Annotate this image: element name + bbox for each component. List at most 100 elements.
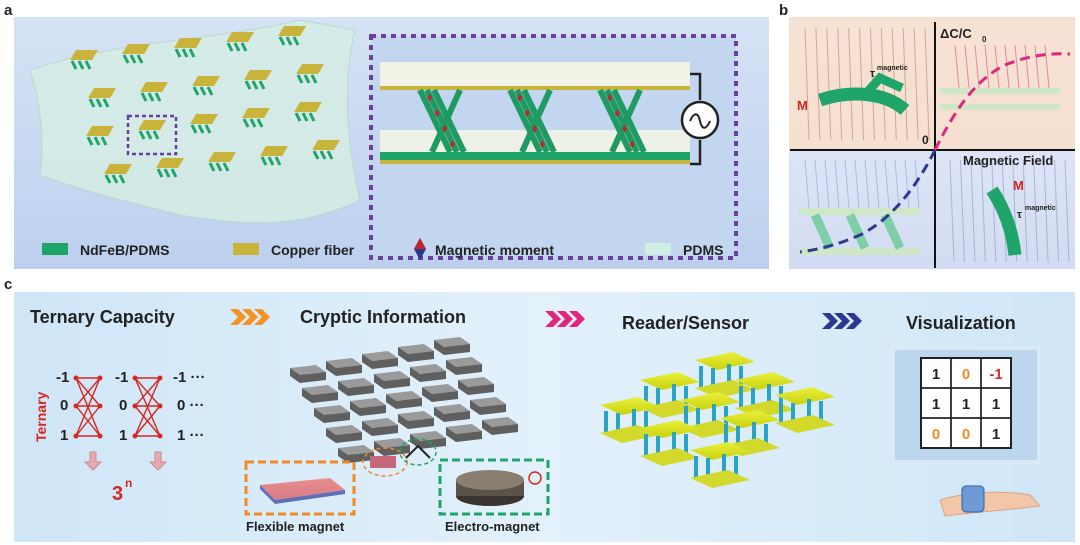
ndfeb-legs bbox=[70, 60, 92, 70]
grid-value: 1 bbox=[992, 426, 1000, 443]
magnetic-moment-marker bbox=[532, 124, 538, 133]
magnetic-moment-marker bbox=[442, 124, 448, 133]
sensor-bottom-plate bbox=[690, 470, 750, 488]
field-line bbox=[854, 159, 860, 209]
magnet-sample bbox=[370, 456, 396, 468]
sensor-pillars bbox=[724, 422, 768, 448]
y-axis-label: ΔC/C bbox=[940, 26, 972, 41]
quadrant-top-left: M τ magnetic bbox=[797, 27, 930, 141]
field-line bbox=[991, 159, 997, 263]
magnet-tile-side bbox=[362, 354, 398, 369]
ndfeb-legs bbox=[192, 86, 214, 96]
m-label-tl: M bbox=[797, 98, 808, 113]
copper-pad bbox=[156, 158, 184, 168]
field-line bbox=[964, 44, 970, 89]
magnet-tile-top bbox=[374, 371, 410, 381]
sensor-top-plate bbox=[640, 372, 700, 390]
electromagnet-zoom-ring bbox=[399, 438, 437, 466]
torque-sup-tl: magnetic bbox=[877, 65, 908, 72]
magnet-tile-side bbox=[434, 407, 470, 422]
top-pdms-layer bbox=[380, 62, 690, 86]
field-line bbox=[904, 159, 910, 209]
sensor-top-plate bbox=[640, 420, 700, 438]
magnet-tile-side bbox=[290, 368, 326, 383]
section-reader-sensor: Reader/Sensor bbox=[622, 313, 749, 333]
sensor-top-plate bbox=[775, 387, 835, 405]
bottom-ndfeb-layer bbox=[380, 152, 690, 160]
sensor-top-plate bbox=[680, 392, 740, 410]
magnet-tile-side bbox=[422, 387, 458, 402]
plate-top bbox=[940, 88, 1060, 94]
ternary-node bbox=[157, 403, 163, 409]
field-lines bbox=[949, 159, 1070, 263]
electro-magnet-box bbox=[438, 458, 550, 516]
magnetic-moment-marker bbox=[614, 109, 620, 118]
flexible-magnet-callout: Flexible magnet bbox=[244, 460, 356, 534]
copper-pad bbox=[260, 146, 288, 156]
magnetic-moment-marker bbox=[427, 93, 433, 102]
quadrant-bottom-right: M τ magnetic bbox=[949, 159, 1070, 263]
field-lines bbox=[804, 159, 920, 209]
magnet-tile-side bbox=[374, 374, 410, 389]
ndfeb-legs bbox=[312, 150, 334, 160]
grid-value: 0 bbox=[932, 426, 940, 443]
magnet-tile-top bbox=[362, 351, 398, 361]
legend-label-copper: Copper fiber bbox=[271, 242, 355, 258]
magnetic-moment-marker bbox=[622, 124, 628, 133]
field-line bbox=[980, 159, 986, 263]
field-line bbox=[902, 27, 908, 141]
magnet-tile-top bbox=[398, 411, 434, 421]
magnetic-moment-marker bbox=[434, 109, 440, 118]
negative-response-curve bbox=[799, 149, 937, 254]
ndfeb-legs bbox=[242, 118, 264, 128]
panel-b-letter: b bbox=[779, 2, 788, 19]
pillar-cross bbox=[429, 88, 463, 154]
field-line bbox=[826, 27, 832, 141]
sensor-pillars bbox=[694, 454, 738, 480]
pillar bbox=[507, 88, 543, 154]
capacity-exponent: n bbox=[125, 476, 132, 490]
ternary-col2-row3: 1 bbox=[119, 427, 127, 444]
sensor-pillars bbox=[644, 384, 688, 410]
copper-pad bbox=[294, 102, 322, 112]
ndfeb-legs bbox=[296, 74, 318, 84]
magnet-tile-side bbox=[398, 347, 434, 362]
field-line bbox=[1033, 159, 1039, 263]
ternary-col1-row2: 0 bbox=[60, 397, 68, 414]
copper-pad bbox=[140, 82, 168, 92]
field-lines bbox=[954, 44, 1050, 89]
magnetic-moment-marker bbox=[524, 109, 530, 118]
magnet-tile-top bbox=[362, 418, 398, 428]
panel-a: a NdFeB/PDMS Copper fiber Magnetic momen… bbox=[4, 2, 769, 269]
magnet-tile-side bbox=[302, 388, 338, 403]
legend: NdFeB/PDMS Copper fiber Magnetic moment … bbox=[42, 238, 723, 260]
magnet-tile-top bbox=[434, 337, 470, 347]
flexible-magnet-edge bbox=[260, 485, 345, 504]
quadrant-bottom-left bbox=[798, 159, 920, 255]
magnetic-moment-marker bbox=[539, 140, 545, 149]
sensor-pillars bbox=[604, 409, 648, 435]
ternary-link bbox=[134, 405, 161, 437]
copper-pad bbox=[104, 164, 132, 174]
field-line bbox=[859, 27, 865, 141]
field-line bbox=[913, 27, 919, 141]
field-line bbox=[884, 159, 890, 209]
x-axis-label: Magnetic Field bbox=[963, 153, 1053, 168]
panel-a-letter: a bbox=[4, 2, 13, 19]
chevron bbox=[230, 309, 246, 325]
magnet-tile-side bbox=[350, 401, 386, 416]
sensor-bottom-plate bbox=[640, 400, 700, 418]
ndfeb-legs bbox=[104, 174, 126, 184]
chevron bbox=[254, 309, 270, 325]
magnet-tile-top bbox=[338, 378, 374, 388]
chevron bbox=[242, 309, 258, 325]
field-line bbox=[804, 27, 810, 141]
ternary-col2-row1: -1 bbox=[115, 369, 128, 386]
ternary-connections bbox=[73, 375, 163, 439]
copper-pad bbox=[242, 108, 270, 118]
ndfeb-legs bbox=[190, 124, 212, 134]
chevron bbox=[846, 313, 862, 329]
coil-icon bbox=[456, 470, 524, 490]
electro-magnet-callout: Electro-magnet bbox=[438, 458, 550, 534]
